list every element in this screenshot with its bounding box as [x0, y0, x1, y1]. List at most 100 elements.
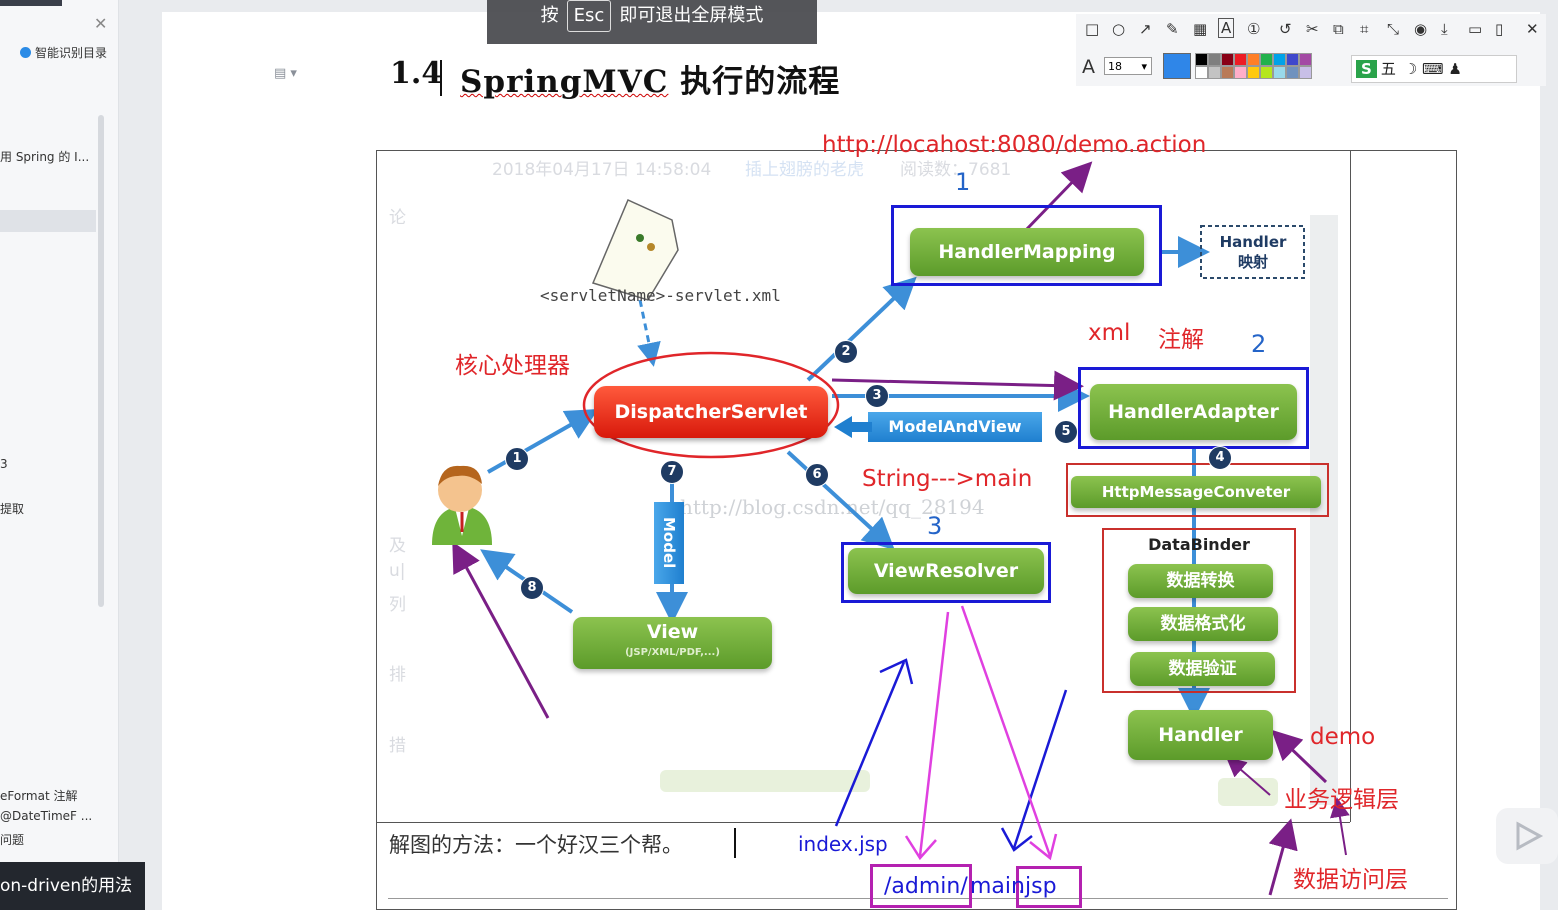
annotation-2: 2 — [1251, 330, 1267, 358]
save-icon[interactable]: ▭ — [1468, 20, 1483, 38]
ghost-side: 论 — [389, 208, 406, 228]
color-swatch[interactable] — [1234, 53, 1247, 66]
page-bottom-line — [388, 898, 1448, 899]
current-color-swatch[interactable] — [1163, 53, 1191, 79]
font-size-select[interactable]: 18▾ — [1104, 57, 1152, 75]
play-button[interactable] — [1496, 808, 1558, 864]
toc-item-active[interactable]: on-driven的用法 — [0, 862, 145, 910]
esc-key: Esc — [566, 0, 612, 32]
bookmark-icon[interactable]: ▯ — [1495, 20, 1504, 38]
color-swatch[interactable] — [1273, 66, 1286, 79]
annotation-3: 3 — [927, 512, 943, 540]
ghost-side: u| — [389, 561, 406, 581]
banner-pre: 按 — [540, 5, 559, 26]
toc-item[interactable]: 用 Spring 的 I... — [0, 150, 90, 164]
pen-tool-icon[interactable]: ✎ — [1166, 20, 1179, 38]
color-swatch[interactable] — [1195, 66, 1208, 79]
handler-map-line2: 映射 — [1237, 253, 1268, 271]
font-size-value: 18 — [1108, 60, 1122, 73]
text-tool-icon[interactable]: A — [1218, 18, 1235, 38]
color-swatch[interactable] — [1299, 66, 1312, 79]
color-swatch[interactable] — [1247, 53, 1260, 66]
step-4-badge: 4 — [1208, 446, 1232, 470]
copy-icon[interactable]: ⧉ — [1333, 20, 1344, 38]
model-node — [654, 502, 684, 584]
step-7-badge: 7 — [660, 460, 684, 484]
pin-icon[interactable]: ⤡ — [1387, 20, 1400, 38]
scissors-icon[interactable]: ✂ — [1306, 20, 1319, 38]
data-validation-node: 数据验证 — [1130, 652, 1275, 686]
diagram-side-strip — [1310, 215, 1338, 805]
handler-adapter-highlight — [1078, 367, 1309, 449]
crop-icon[interactable]: ⌗ — [1360, 20, 1369, 38]
number-tool-icon[interactable]: ① — [1247, 20, 1261, 38]
undo-icon[interactable]: ↺ — [1279, 20, 1292, 38]
string-main-label: String--->main — [862, 466, 1033, 492]
close-toolbar-icon[interactable]: ✕ — [1526, 20, 1539, 38]
sidebar-scrollbar[interactable] — [98, 115, 104, 607]
color-swatch[interactable] — [1195, 53, 1208, 66]
record-icon[interactable]: ◉ — [1414, 20, 1428, 38]
color-swatch[interactable] — [1299, 53, 1312, 66]
view-resolver-highlight — [841, 542, 1051, 603]
color-swatch[interactable] — [1221, 66, 1234, 79]
color-swatch[interactable] — [1208, 53, 1221, 66]
dispatcher-highlight — [582, 351, 840, 459]
business-layer-label: 业务逻辑层 — [1284, 787, 1399, 813]
smart-toc-button[interactable]: 智能识别目录 — [20, 44, 107, 61]
core-handler-label: 核心处理器 — [455, 353, 570, 379]
ime-tools-icon: ☽ ⌨ ♟ — [1403, 60, 1462, 78]
color-swatch[interactable] — [1234, 66, 1247, 79]
toc-item[interactable]: 问题 — [0, 833, 25, 847]
toc-item[interactable]: @DateTimeF ... — [0, 809, 93, 823]
xml-label: xml — [1088, 320, 1131, 346]
databinder-highlight — [1102, 528, 1296, 693]
main-path-label: main — [970, 874, 1025, 899]
step-8-badge: 8 — [520, 576, 544, 600]
sogou-icon: S — [1356, 60, 1377, 78]
color-swatch[interactable] — [1247, 66, 1260, 79]
text-cursor — [734, 828, 736, 858]
color-swatch[interactable] — [1260, 53, 1273, 66]
toc-item-selected[interactable] — [0, 210, 96, 232]
handler-mapping-highlight — [891, 205, 1162, 286]
ellipse-tool-icon[interactable]: ○ — [1112, 20, 1126, 38]
http-converter-node: HttpMessageConveter — [1071, 476, 1321, 508]
arrow-tool-icon[interactable]: ↗ — [1139, 20, 1152, 38]
play-icon — [1516, 821, 1544, 851]
smart-toc-icon — [20, 47, 31, 58]
model-and-view-arrow — [834, 416, 872, 438]
document-icon[interactable]: ▤ ▾ — [274, 66, 297, 81]
step-1-badge: 1 — [505, 447, 529, 471]
color-swatch[interactable] — [1221, 53, 1234, 66]
banner-post: 即可退出全屏模式 — [619, 5, 764, 26]
toc-item[interactable]: 提取 — [0, 502, 25, 516]
close-icon[interactable]: ✕ — [94, 14, 108, 33]
view-sublabel: (JSP/XML/PDF,...) — [625, 647, 720, 658]
color-swatch[interactable] — [1208, 66, 1221, 79]
http-converter-highlight — [1066, 463, 1329, 517]
mosaic-tool-icon[interactable]: ▦ — [1193, 20, 1208, 38]
url-note: http://locahost:8080/demo.action — [822, 132, 1207, 158]
section-title: SpringMVC 执行的流程 — [460, 56, 840, 101]
index-jsp-label: index.jsp — [798, 832, 888, 856]
admin-path-highlight — [870, 864, 972, 908]
handler-adapter-node: HandlerAdapter — [1090, 384, 1297, 440]
dispatcher-servlet-node: DispatcherServlet — [594, 386, 828, 438]
color-swatch[interactable] — [1260, 66, 1273, 79]
download-icon[interactable]: ⤓ — [1441, 20, 1448, 38]
ghost-reads: 阅读数：7681 — [900, 160, 1012, 180]
section-number: 1.4 — [390, 56, 443, 91]
text-cursor — [440, 60, 442, 96]
color-swatch[interactable] — [1273, 53, 1286, 66]
toc-item[interactable]: eFormat 注解 — [0, 789, 78, 803]
color-swatch[interactable] — [1286, 53, 1299, 66]
toc-item[interactable]: 3 — [0, 457, 8, 471]
frame-divider — [1350, 150, 1351, 822]
color-swatch[interactable] — [1286, 66, 1299, 79]
ghost-author: 插上翅膀的老虎 — [745, 160, 864, 180]
rectangle-tool-icon[interactable]: □ — [1085, 20, 1100, 38]
